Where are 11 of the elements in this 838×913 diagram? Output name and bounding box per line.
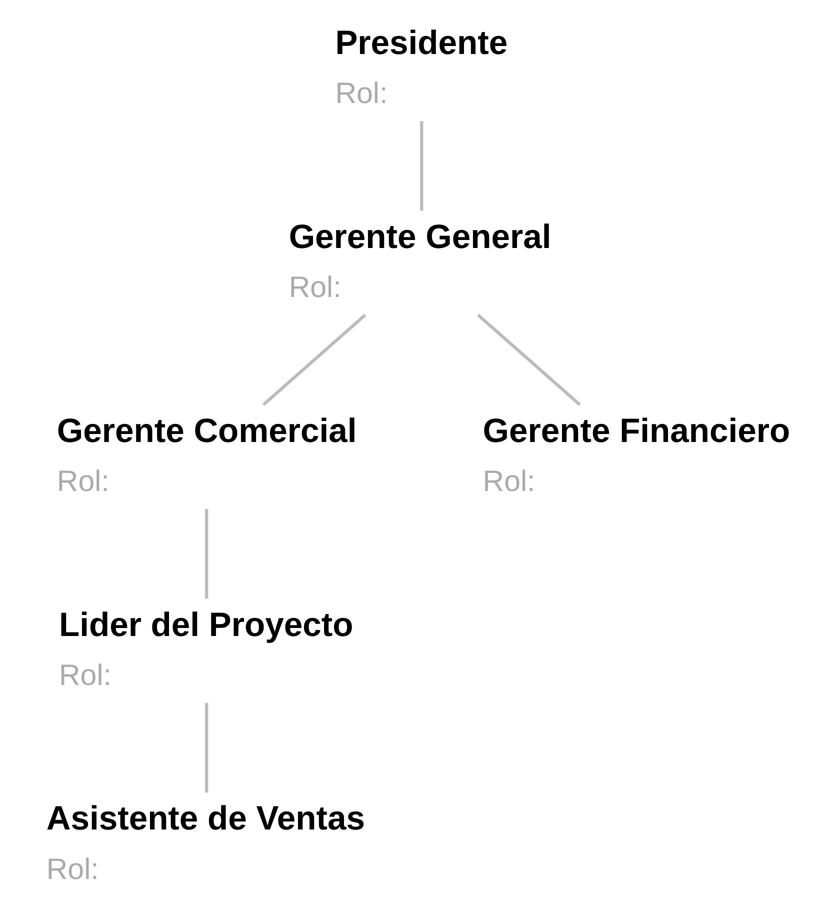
connector: [205, 508, 208, 598]
node-text: Gerente General Rol:: [288, 217, 552, 304]
connector: [420, 120, 424, 210]
connector: [262, 313, 366, 406]
node-text: Lider del Proyecto Rol:: [59, 605, 354, 692]
connector: [205, 702, 208, 792]
node-text: Asistente de Ventas Rol:: [46, 799, 365, 886]
node-text: Gerente Financiero Rol:: [482, 411, 790, 498]
connector: [477, 313, 581, 406]
node-text: Presidente Rol:: [335, 23, 508, 110]
node-text: Gerente Comercial Rol:: [56, 411, 357, 498]
